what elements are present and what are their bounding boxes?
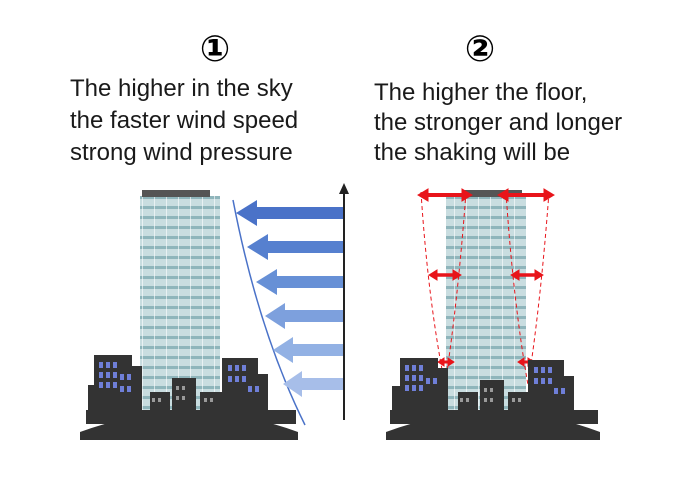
panel-2-line-1: The higher the floor, — [374, 79, 588, 106]
wind-pressure-curve — [232, 199, 306, 426]
wind-arrow-3 — [256, 269, 343, 295]
panel-2-illustration — [386, 188, 600, 440]
sway-arrows — [417, 188, 555, 367]
wind-arrow-6 — [283, 371, 343, 397]
panel-2-number: ② — [464, 28, 496, 69]
panel-2-line-3: the shaking will be — [374, 139, 571, 166]
panel-1-illustration — [80, 183, 349, 440]
wind-arrow-1 — [236, 200, 343, 226]
panel-1-line-1: The higher in the sky — [70, 75, 293, 102]
tower-roof-1 — [142, 190, 210, 197]
sway-arrow-top-left — [417, 188, 473, 202]
panel-2-line-2: the stronger and longer — [374, 109, 623, 136]
sway-arrow-top-right — [497, 188, 555, 202]
wind-arrows — [236, 200, 343, 397]
city-skyline-2 — [386, 358, 600, 440]
city-skyline-1 — [80, 355, 298, 440]
wind-arrow-4 — [265, 303, 343, 329]
height-axis-arrowhead — [339, 183, 349, 194]
panel-1-number: ① — [199, 28, 231, 69]
wind-arrow-5 — [273, 337, 343, 363]
panel-1-line-2: the faster wind speed — [70, 107, 299, 134]
tower-roof-2 — [462, 190, 522, 197]
sway-arrow-low-left — [437, 357, 455, 367]
tower-building-2 — [446, 190, 526, 416]
sway-arrow-mid-right — [510, 269, 544, 281]
sway-arrow-mid-left — [428, 269, 462, 281]
panel-1-line-3: strong wind pressure — [70, 139, 293, 166]
wind-arrow-2 — [247, 234, 343, 260]
